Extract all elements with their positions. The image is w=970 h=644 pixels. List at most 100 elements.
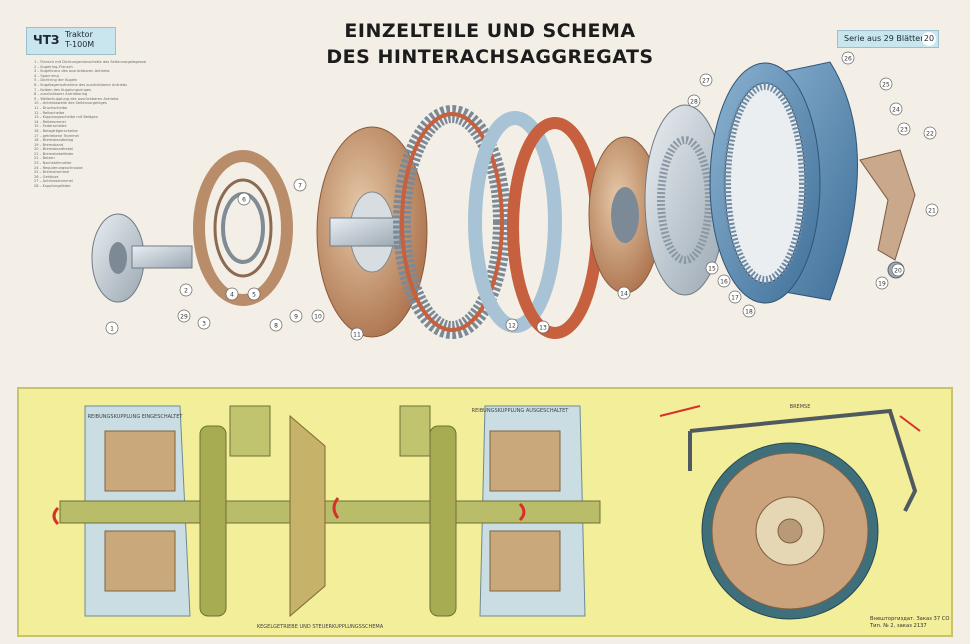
- legend-item: 22 – Bolzen: [34, 156, 55, 161]
- main-shaft: [59, 405, 601, 618]
- callout-circle: [925, 203, 939, 217]
- callout-part: 14: [617, 286, 631, 300]
- callout-part: 1: [105, 321, 119, 335]
- callout-part: 19: [875, 276, 889, 290]
- legend-item: 13 – Kupplungsscheibe mit Belägen: [34, 115, 99, 120]
- callout-circle: [269, 318, 283, 332]
- legend-item: 15 – Federscheibe: [34, 124, 67, 129]
- callout-number: 8: [274, 322, 278, 329]
- imprint-line-2: Тип. № 2, заказ 2137: [870, 623, 927, 629]
- brand-label: ЧТЗ: [33, 33, 60, 47]
- legend-item: 19 – Bremsband: [34, 142, 64, 147]
- callout-part: 7: [293, 178, 307, 192]
- callout-part: 2: [179, 283, 193, 297]
- callout-part: 15: [705, 261, 719, 275]
- callout-number: 2: [184, 287, 188, 294]
- legend-item: 20 – Bremsbandhebel: [34, 147, 74, 152]
- callout-circle: [841, 51, 855, 65]
- callout-number: 14: [620, 290, 628, 297]
- callout-part: 28: [687, 94, 701, 108]
- legend-item: 4 – Spannring: [34, 73, 59, 78]
- label-brake: BREMSE: [790, 404, 811, 410]
- print-imprint: Внешторгиздат. Заказ 37 СО Тип. № 2, зак…: [870, 616, 966, 630]
- callout-number: 15: [708, 265, 716, 272]
- legend-item: 2 – Kugelring–Flansch: [34, 64, 73, 69]
- callout-part: 26: [841, 51, 855, 65]
- callout-part: 10: [311, 309, 325, 323]
- callout-number: 28: [690, 98, 698, 105]
- callout-part: 25: [879, 77, 893, 91]
- legend-item: 1 – Flansch mit Dichtungsmanschette des …: [34, 60, 147, 64]
- callout-circle: [350, 327, 364, 341]
- callout-number: 10: [314, 313, 322, 320]
- callout-number: 25: [882, 81, 890, 88]
- callout-part: 22: [923, 126, 937, 140]
- title-line-1: EINZELTEILE UND SCHEMA: [344, 20, 636, 42]
- callout-part: 27: [699, 73, 713, 87]
- legend-item: 23 – Nachstellmutter: [34, 161, 72, 166]
- label-clutch-engaged: REIBUNGSKUPPLUNG EINGESCHALTET: [88, 414, 184, 420]
- callout-circle: [197, 316, 211, 330]
- callout-number: 22: [926, 130, 934, 137]
- legend-item: 25 – Bremstrommel: [34, 170, 70, 175]
- callout-part: 6: [237, 192, 251, 206]
- callout-part: 8: [269, 318, 283, 332]
- legend-item: 27 – Antriebstrommel: [34, 179, 73, 184]
- series-badge: Serie aus 29 Blättern 20: [837, 30, 939, 48]
- callout-number: 5: [252, 291, 256, 298]
- callout-number: 21: [928, 207, 936, 214]
- callout-part: 13: [536, 320, 550, 334]
- callout-number: 16: [720, 278, 728, 285]
- legend-item: 3 – Kugelkranz des ausrückbaren Antriebs: [34, 69, 110, 74]
- callout-part: 20: [891, 263, 905, 277]
- callout-circle: [289, 309, 303, 323]
- legend-item: 7 – Kolben des Kupplungsringes: [34, 87, 92, 92]
- schema-panel: REIBUNGSKUPPLUNG EINGESCHALTET REIBUNGSK…: [17, 387, 953, 637]
- rotation-arrows: [52, 497, 526, 526]
- brake-diagram: [659, 405, 921, 620]
- callout-circle: [687, 94, 701, 108]
- legend-item: 9 – Wellenkupplung des ausrückbaren Antr…: [34, 96, 119, 101]
- callout-circle: [505, 318, 519, 332]
- callout-circle: [105, 321, 119, 335]
- model-line-1: Traktor: [65, 30, 93, 39]
- friction-disc-part-12: [393, 105, 511, 339]
- callout-circle: [889, 102, 903, 116]
- callout-part: 9: [289, 309, 303, 323]
- legend-item: 11 – Druckscheibe: [34, 105, 68, 110]
- callout-circle: [536, 320, 550, 334]
- callout-circle: [237, 192, 251, 206]
- callout-part: 23: [897, 122, 911, 136]
- callout-circle: [179, 283, 193, 297]
- callout-part: 29: [177, 309, 191, 323]
- callout-part: 11: [350, 327, 364, 341]
- callout-circle: [728, 290, 742, 304]
- legend-item: 21 – Bremshebelfeder: [34, 151, 74, 156]
- callout-number: 19: [878, 280, 886, 287]
- callout-number: 12: [508, 322, 516, 329]
- callout-part: 16: [717, 274, 731, 288]
- callout-circle: [891, 263, 905, 277]
- brake-drum-part-26: [709, 61, 858, 304]
- callout-number: 27: [702, 77, 710, 84]
- series-label: Serie aus 29 Blättern: [844, 34, 929, 43]
- legend-item: 6 – Kugellageraufnahme des ausrückbaren …: [34, 82, 128, 87]
- model-label: Traktor T-100M: [65, 30, 94, 50]
- callout-number: 7: [298, 182, 302, 189]
- legend-item: 28 – Kupplungsfeder: [34, 184, 71, 189]
- legend-item: 18 – Bremsbandbelag: [34, 138, 74, 143]
- title-line-2: DES HINTERACHSAGGREGATS: [326, 46, 654, 68]
- callout-part: 21: [925, 203, 939, 217]
- bearing-ring-part-6: [193, 150, 293, 306]
- legend-item: 12 – Reibscheibe: [34, 110, 65, 115]
- legend-item: 26 – Gehäuse: [34, 174, 59, 179]
- flange-part-1: [91, 213, 193, 303]
- legend-item: 10 – Antriebswelle des Seitenvorgeleges: [34, 101, 107, 106]
- callout-circle: [875, 276, 889, 290]
- parts-legend: 1 – Flansch mit Dichtungsmanschette des …: [34, 60, 184, 189]
- callout-number: 11: [353, 331, 361, 338]
- callout-circle: [177, 309, 191, 323]
- callout-circle: [293, 178, 307, 192]
- callout-part: 18: [742, 304, 756, 318]
